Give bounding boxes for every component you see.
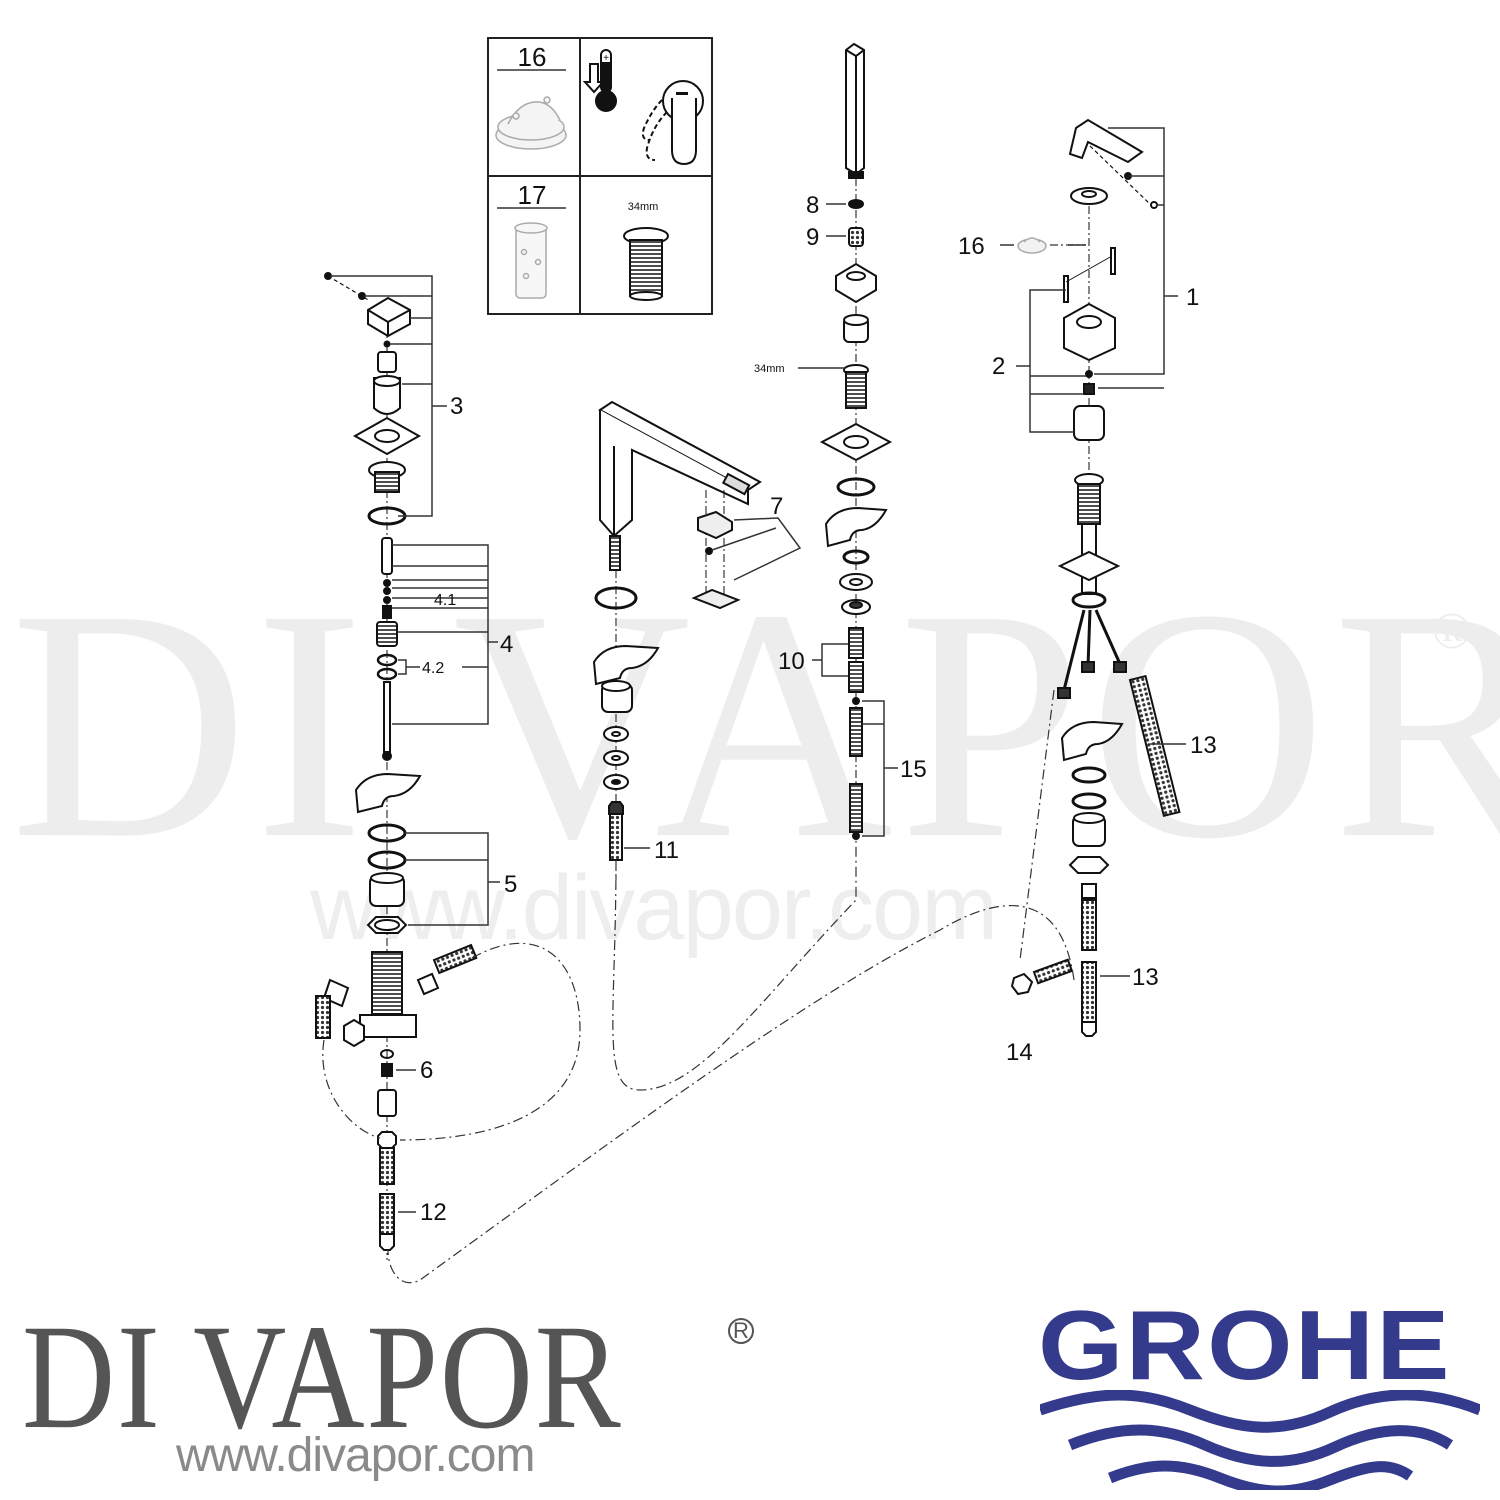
diverter-insert-icon (495, 96, 567, 150)
divapor-registered-icon: R (728, 1318, 754, 1344)
label-part-12: 12 (420, 1199, 447, 1226)
left-assembly (315, 272, 478, 1260)
supply-hose-paths (322, 689, 1075, 1284)
spout-leaders (624, 517, 802, 849)
label-part-13-lower: 13 (1132, 964, 1159, 991)
label-part-4: 4 (500, 631, 513, 658)
label-part-10: 10 (778, 648, 805, 675)
spout-assembly (592, 400, 762, 880)
label-34mm: 34mm (754, 363, 785, 375)
label-part-6: 6 (420, 1057, 433, 1084)
handshower-leaders (798, 203, 898, 837)
label-part-15: 15 (900, 756, 927, 783)
label-part-16: 16 (958, 233, 985, 260)
label-part-9: 9 (806, 224, 819, 251)
label-part-5: 5 (504, 871, 517, 898)
label-part-4-2: 4.2 (422, 660, 444, 677)
exploded-parts-diagram: 16 + 17 (315, 37, 1217, 1284)
inset-size-label: 34mm (628, 201, 659, 213)
inset-label-17: 17 (518, 180, 547, 210)
part-16-diverter-small (1017, 237, 1047, 254)
inset-box (487, 37, 713, 315)
divapor-url: www.divapor.com (176, 1429, 535, 1482)
grohe-logo: GROHE (1038, 1290, 1452, 1400)
mixer-leaders (1000, 127, 1186, 977)
lever-handle-icon (641, 80, 704, 166)
svg-text:+: + (603, 53, 609, 64)
inset-cell-34mm: 34mm (623, 201, 669, 301)
label-part-13-upper: 13 (1190, 732, 1217, 759)
threaded-connector-icon (623, 227, 669, 301)
label-part-7: 7 (770, 493, 783, 520)
mixer-assembly (1010, 118, 1181, 1037)
thermometer-icon: + (595, 49, 617, 112)
divapor-logo: DI VAPOR (22, 1294, 623, 1460)
cartridge-sleeve-icon (514, 222, 548, 299)
handshower-assembly (819, 42, 893, 840)
inset-cell-16: 16 (495, 42, 567, 150)
label-part-4-1: 4.1 (434, 592, 456, 609)
label-part-8: 8 (806, 192, 819, 219)
label-part-11: 11 (654, 837, 679, 864)
inset-cell-temperature: + (582, 49, 704, 166)
left-leaders (330, 275, 489, 926)
grohe-waves-icon (1040, 1390, 1480, 1490)
inset-label-16: 16 (518, 42, 547, 72)
arrow-down-icon (582, 63, 606, 94)
label-part-3: 3 (450, 393, 463, 420)
label-part-1: 1 (1186, 284, 1199, 311)
label-part-2: 2 (992, 353, 1005, 380)
inset-cell-17: 17 (497, 180, 566, 299)
label-part-14: 14 (1006, 1039, 1033, 1066)
